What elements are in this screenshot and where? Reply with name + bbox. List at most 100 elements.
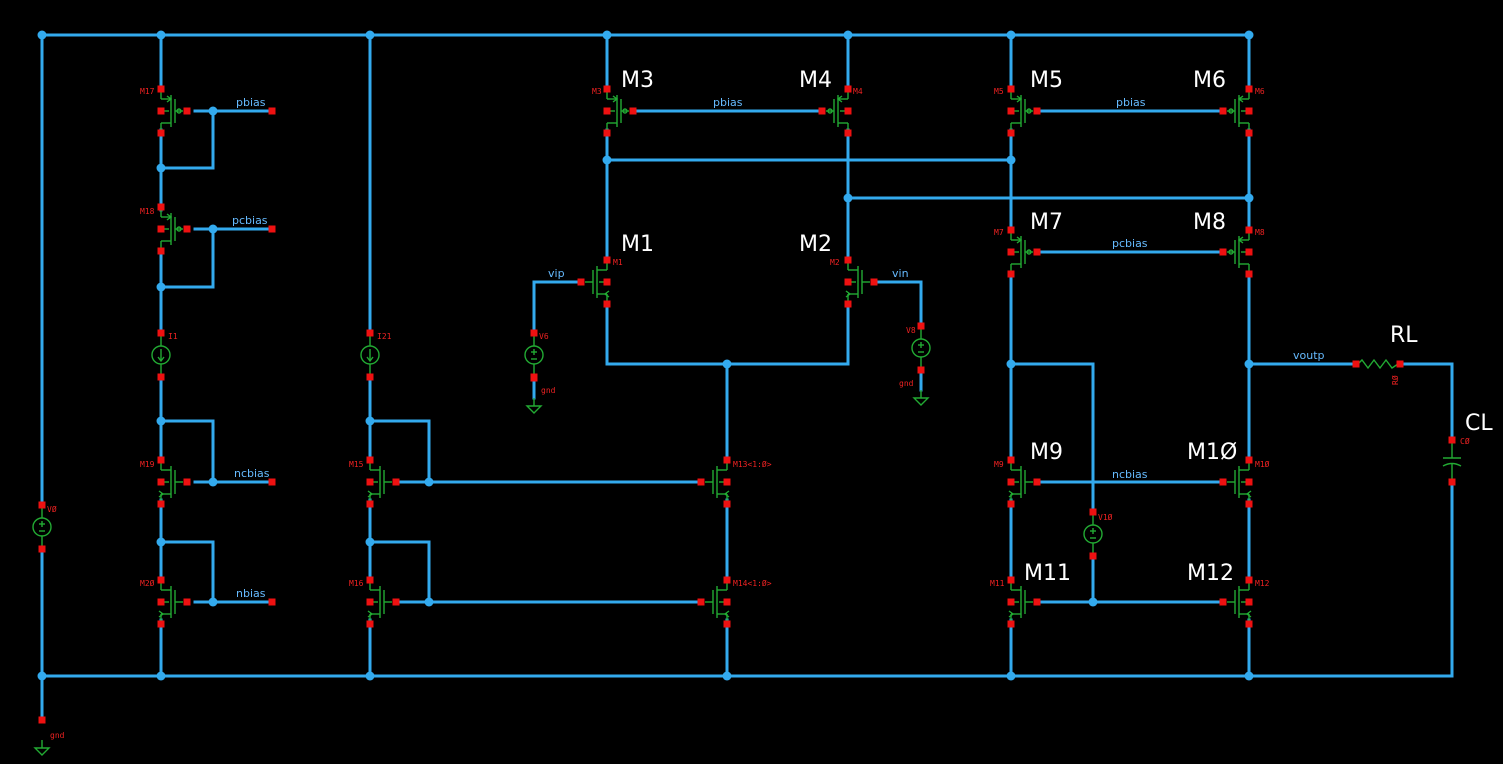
device-stroke (827, 108, 833, 114)
pin-marker (157, 456, 165, 464)
wires (40, 33, 1454, 722)
pin-marker (603, 278, 611, 286)
junction-dot (424, 597, 434, 607)
device-stroke (166, 213, 173, 221)
pin-marker (917, 322, 925, 330)
device-name-m9: M9 (994, 460, 1004, 469)
junction-dot (37, 671, 47, 681)
transistor-m15[interactable] (367, 462, 392, 502)
net-label-nbias: nbias (236, 587, 266, 600)
device-stroke (366, 356, 374, 363)
pin-marker (723, 576, 731, 584)
transistor-m4[interactable] (826, 91, 849, 131)
instance-label-m1: M1 (621, 232, 654, 257)
pin-marker (1219, 107, 1227, 115)
device-stroke (622, 108, 628, 114)
pin-marker (1448, 436, 1456, 444)
pin-marker (1007, 620, 1015, 628)
device-stroke (32, 517, 52, 537)
pin-marker (366, 456, 374, 464)
pin-marker (157, 203, 165, 211)
voltage-source-v6[interactable] (524, 335, 544, 375)
pin-marker (1245, 576, 1253, 584)
pin-marker (1245, 107, 1253, 115)
device-stroke (723, 490, 730, 498)
pin-marker (697, 598, 705, 606)
device-stroke (176, 108, 182, 114)
device-stroke (158, 490, 165, 498)
net-label-vin: vin (892, 267, 909, 280)
pin-marker (1245, 500, 1253, 508)
junction-dots (37, 30, 1254, 681)
junction-dot (37, 30, 47, 40)
pin-marker (870, 278, 878, 286)
device-name-i1: I1 (168, 332, 178, 341)
pin-marker (157, 107, 165, 115)
pin-marker (603, 129, 611, 137)
pin-marker (38, 501, 46, 509)
transistor-m16[interactable] (367, 582, 392, 622)
junction-dot (1244, 359, 1254, 369)
pin-marker (603, 107, 611, 115)
device-stroke (360, 345, 380, 365)
pin-marker (723, 456, 731, 464)
junction-dot (1006, 155, 1016, 165)
pin-marker (1245, 270, 1253, 278)
junction-dot (365, 30, 375, 40)
pin-marker (157, 373, 165, 381)
ground-icon (912, 397, 930, 406)
junction-dot (1244, 671, 1254, 681)
transistor-m18[interactable] (160, 209, 183, 249)
voltage-source-v8[interactable] (911, 328, 931, 368)
transistor-m2[interactable] (845, 262, 870, 302)
junction-dot (208, 477, 218, 487)
current-source-i21[interactable] (360, 335, 380, 375)
instance-label-m4: M4 (799, 68, 832, 93)
voltage-source-v0[interactable] (32, 507, 52, 547)
pin-marker (183, 225, 191, 233)
pin-marker (603, 85, 611, 93)
transistor-m9[interactable] (1008, 462, 1033, 502)
junction-dot (843, 30, 853, 40)
device-name-m14: M14<1:Ø> (733, 578, 772, 588)
pin-marker (1033, 107, 1041, 115)
device-name-v6: V6 (539, 332, 549, 341)
transistor-m19[interactable] (158, 462, 183, 502)
device-stroke (1245, 610, 1252, 618)
device-stroke (176, 226, 182, 232)
junction-dot (1006, 30, 1016, 40)
device-stroke (158, 610, 165, 618)
junction-dot (1088, 597, 1098, 607)
pin-marker (844, 129, 852, 137)
device-stroke (1237, 236, 1244, 244)
net-label-pcbias: pcbias (232, 214, 268, 227)
device-name-c0: CØ (1460, 436, 1470, 446)
wire (159, 540, 215, 604)
device-stroke (1008, 610, 1015, 618)
wire (159, 419, 215, 484)
pin-marker (844, 256, 852, 264)
ground-icon (525, 405, 543, 414)
pin-marker (157, 247, 165, 255)
pin-marker (818, 107, 826, 115)
pin-marker (366, 598, 374, 606)
wire (532, 280, 582, 335)
device-name-m6: M6 (1255, 87, 1265, 96)
pin-marker (1352, 360, 1360, 368)
pin-marker (1245, 456, 1253, 464)
pin-marker (844, 278, 852, 286)
device-stroke (524, 345, 544, 365)
voltage-source-v10[interactable] (1083, 514, 1103, 554)
device-name-m10: M1Ø (1255, 459, 1270, 469)
pin-marker (723, 500, 731, 508)
pin-marker (1245, 85, 1253, 93)
pin-marker (1007, 598, 1015, 606)
instance-label-m8: M8 (1193, 210, 1226, 235)
device-name-m13: M13<1:Ø> (733, 459, 772, 469)
pin-marker (1007, 576, 1015, 584)
pin-marker (38, 716, 46, 724)
instance-label-cl: CL (1465, 411, 1493, 436)
current-source-i1[interactable] (151, 335, 171, 375)
pin-marker (530, 329, 538, 337)
